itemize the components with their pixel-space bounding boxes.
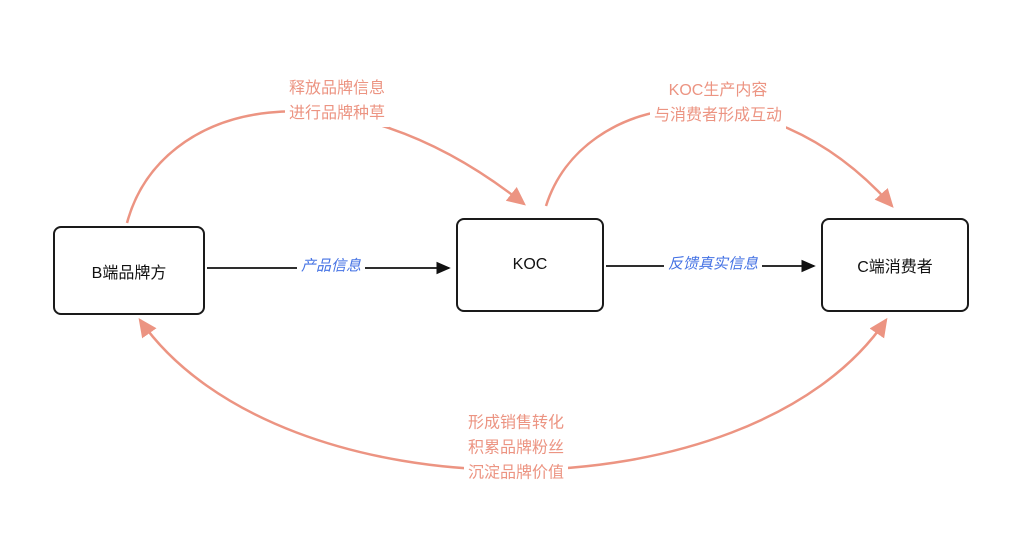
edge-label-line: 进行品牌种草 bbox=[288, 105, 386, 122]
node-consumer-label: C端消费者 bbox=[857, 259, 933, 276]
node-koc[interactable]: KOC bbox=[456, 218, 604, 312]
edge-label-brand-to-koc: 释放品牌信息 进行品牌种草 bbox=[284, 75, 390, 127]
edge-label-consumer-to-brand: 形成销售转化 积累品牌粉丝 沉淀品牌价值 bbox=[463, 409, 569, 487]
edge-label-line: 反馈真实信息 bbox=[667, 255, 759, 273]
edge-label-line: 形成销售转化 bbox=[467, 414, 565, 432]
node-koc-label: KOC bbox=[512, 256, 548, 273]
edge-label-line: 与消费者形成互动 bbox=[653, 107, 783, 124]
edge-label-feedback: 反馈真实信息 bbox=[663, 250, 763, 278]
edge-label-product-info: 产品信息 bbox=[296, 252, 366, 280]
node-consumer[interactable]: C端消费者 bbox=[821, 218, 969, 312]
edge-label-line: 沉淀品牌价值 bbox=[467, 464, 565, 482]
edge-label-koc-to-consumer: KOC生产内容 与消费者形成互动 bbox=[649, 77, 787, 129]
edge-label-line: 积累品牌粉丝 bbox=[467, 439, 565, 457]
edge-label-line: KOC生产内容 bbox=[668, 82, 768, 99]
node-brand[interactable]: B端品牌方 bbox=[53, 226, 205, 315]
edge-label-line: 释放品牌信息 bbox=[288, 80, 386, 97]
edge-label-line: 产品信息 bbox=[300, 257, 362, 275]
node-brand-label: B端品牌方 bbox=[91, 264, 167, 282]
edge-brand-to-koc-curve bbox=[125, 110, 526, 224]
